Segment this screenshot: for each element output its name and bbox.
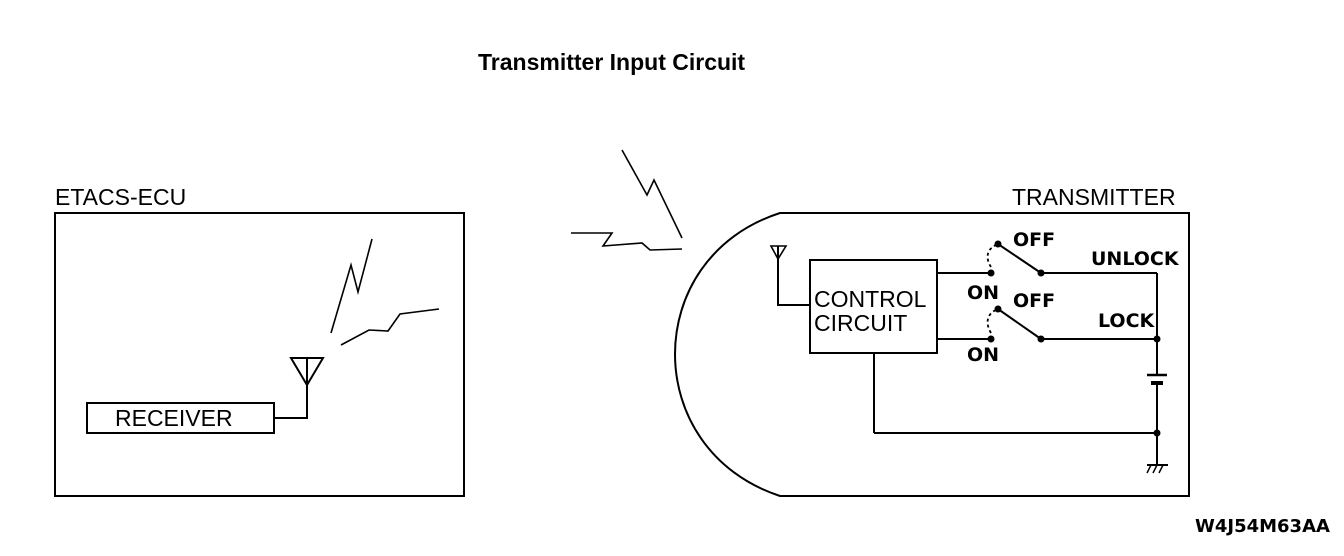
control-circuit-label-line1: CONTROL <box>814 286 927 312</box>
unlock-switch-off-label: OFF <box>1013 229 1055 251</box>
signal-wave-icon <box>340 308 440 346</box>
lock-output-label: LOCK <box>1098 310 1156 332</box>
etacs-ecu-label: ETACS-ECU <box>55 184 186 210</box>
battery-icon <box>1147 373 1167 385</box>
diagram-title: Transmitter Input Circuit <box>478 49 745 75</box>
receiver-label: RECEIVER <box>115 405 233 431</box>
lock-switch <box>937 305 1157 343</box>
signal-wave-icon <box>621 149 683 239</box>
receiver-antenna-icon <box>274 357 325 419</box>
lock-switch-off-label: OFF <box>1013 290 1055 312</box>
etacs-ecu-block: ETACS-ECU RECEIVER <box>54 184 465 497</box>
ground-icon <box>1146 464 1168 474</box>
signal-wave-icon <box>571 232 683 251</box>
transmitter-antenna-icon <box>769 245 810 306</box>
lock-switch-on-label: ON <box>967 344 999 366</box>
etacs-ecu-box <box>54 212 465 497</box>
unlock-switch-on-label: ON <box>967 282 999 304</box>
figure-code: W4J54M63AA <box>1195 516 1330 537</box>
transmitter-block: TRANSMITTER CONTROL CIRCUIT OFF ON UNLOC… <box>674 184 1190 497</box>
unlock-switch <box>937 240 1157 277</box>
unlock-output-label: UNLOCK <box>1091 248 1180 270</box>
transmitter-label: TRANSMITTER <box>1012 184 1176 210</box>
control-circuit-label-line2: CIRCUIT <box>814 310 907 336</box>
signal-wave-icon <box>330 238 373 334</box>
transmitter-housing <box>674 212 1190 497</box>
